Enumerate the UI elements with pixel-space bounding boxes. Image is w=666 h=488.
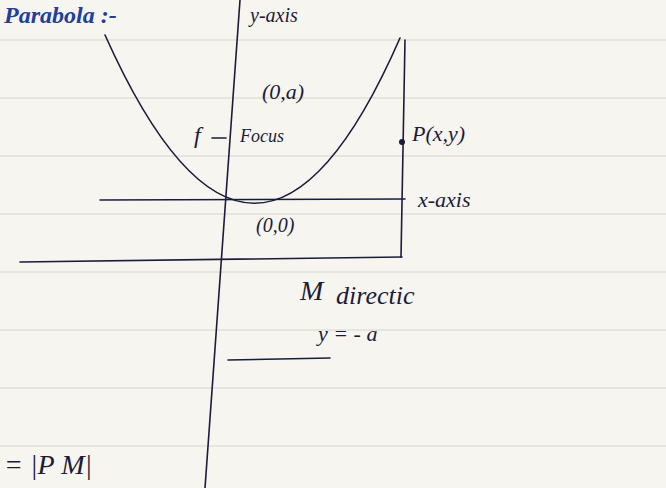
annotation-label: f (194, 122, 201, 148)
annotation-label: (0,a) (262, 80, 304, 104)
focus-tick (212, 137, 226, 139)
annotation-label: y = - a (318, 322, 377, 346)
parabola-curve (105, 35, 400, 203)
directrix-line (20, 257, 402, 262)
x-axis-line (100, 199, 405, 200)
annotation-label: y-axis (250, 4, 298, 26)
y-axis-line (205, 0, 240, 488)
ruled-lines (0, 40, 666, 446)
page-heading: Parabola :- (4, 2, 117, 28)
annotation-label: directic (336, 282, 414, 311)
annotation-label: (0,0) (256, 214, 294, 236)
annotation-label: M (300, 276, 323, 307)
annotation-label: x-axis (418, 188, 471, 212)
underline (228, 358, 330, 360)
point-p (399, 139, 405, 145)
annotation-label: = |P M| (4, 450, 92, 481)
annotation-label: Focus (240, 127, 284, 147)
perpendicular-line (401, 40, 405, 257)
annotation-label: P(x,y) (412, 122, 465, 146)
